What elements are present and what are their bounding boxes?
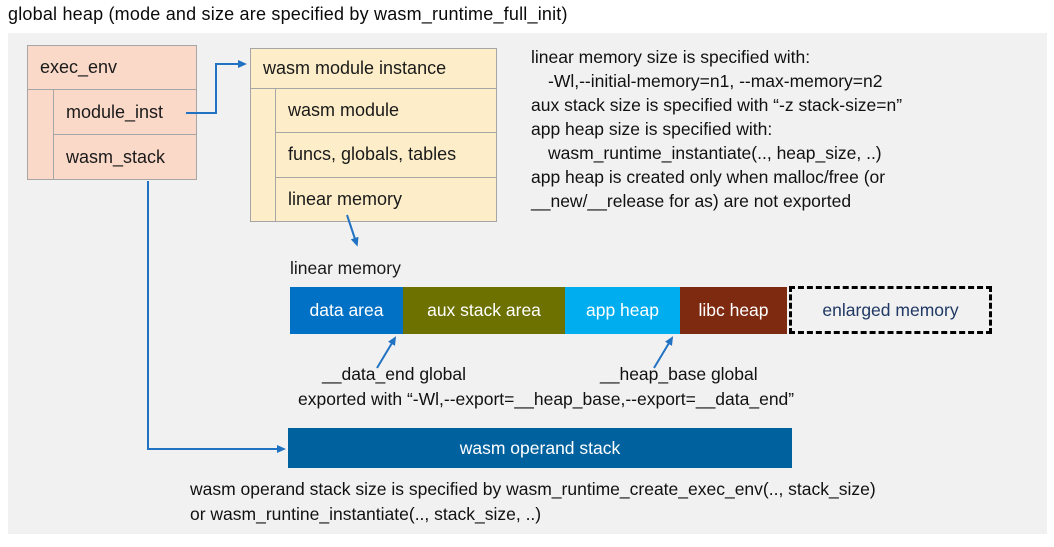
heap-base-global-label: __heap_base global bbox=[600, 364, 758, 384]
exec-env-row-wasm-stack: wasm_stack bbox=[66, 146, 166, 167]
wasm-operand-stack-box: wasm operand stack bbox=[288, 428, 792, 468]
module-instance-indent-column bbox=[251, 89, 276, 221]
exec-env-header: exec_env bbox=[28, 46, 196, 90]
diagram-title: global heap (mode and size are specified… bbox=[8, 4, 568, 24]
note-line: linear memory size is specified with: bbox=[531, 47, 811, 67]
exec-env-indent-column bbox=[28, 90, 54, 179]
footer-line-1: wasm operand stack size is specified by … bbox=[190, 479, 876, 499]
data-end-global-label: __data_end global bbox=[322, 364, 467, 384]
segment-enlarged-memory: enlarged memory bbox=[789, 286, 992, 334]
exec-env-row-module-inst: module_inst bbox=[54, 90, 196, 135]
footer-line-2: or wasm_runtine_instantiate(.., stack_si… bbox=[190, 504, 542, 524]
module-instance-box: wasm module instance wasm module funcs, … bbox=[250, 48, 497, 222]
note-line: app heap size is specified with: bbox=[531, 119, 773, 139]
linear-memory-label: linear memory bbox=[290, 258, 401, 278]
module-instance-row-wasm-module: wasm module bbox=[276, 89, 496, 134]
module-instance-header: wasm module instance bbox=[251, 49, 496, 89]
note-line: app heap is created only when malloc/fre… bbox=[531, 167, 886, 187]
segment-libc-heap: libc heap bbox=[680, 287, 787, 334]
exported-with-label: exported with “-Wl,--export=__heap_base,… bbox=[298, 389, 795, 409]
module-instance-row-funcs-globals-tables: funcs, globals, tables bbox=[276, 133, 496, 178]
module-instance-row-linear-memory: linear memory bbox=[288, 188, 403, 209]
note-line: __new/__release for as) are not exported bbox=[531, 191, 852, 211]
footer-notes: wasm operand stack size is specified by … bbox=[190, 477, 876, 527]
exec-env-box: exec_env module_inst wasm_stack bbox=[27, 45, 197, 180]
segment-data-area: data area bbox=[290, 287, 403, 334]
note-line: -Wl,--initial-memory=n1, --max-memory=n2 bbox=[548, 71, 883, 91]
note-line: aux stack size is specified with “-z sta… bbox=[531, 95, 903, 115]
segment-app-heap: app heap bbox=[565, 287, 680, 334]
notes-right: linear memory size is specified with: -W… bbox=[531, 45, 1043, 213]
segment-aux-stack-area: aux stack area bbox=[403, 287, 565, 334]
note-line: wasm_runtime_instantiate(.., heap_size, … bbox=[548, 143, 882, 163]
